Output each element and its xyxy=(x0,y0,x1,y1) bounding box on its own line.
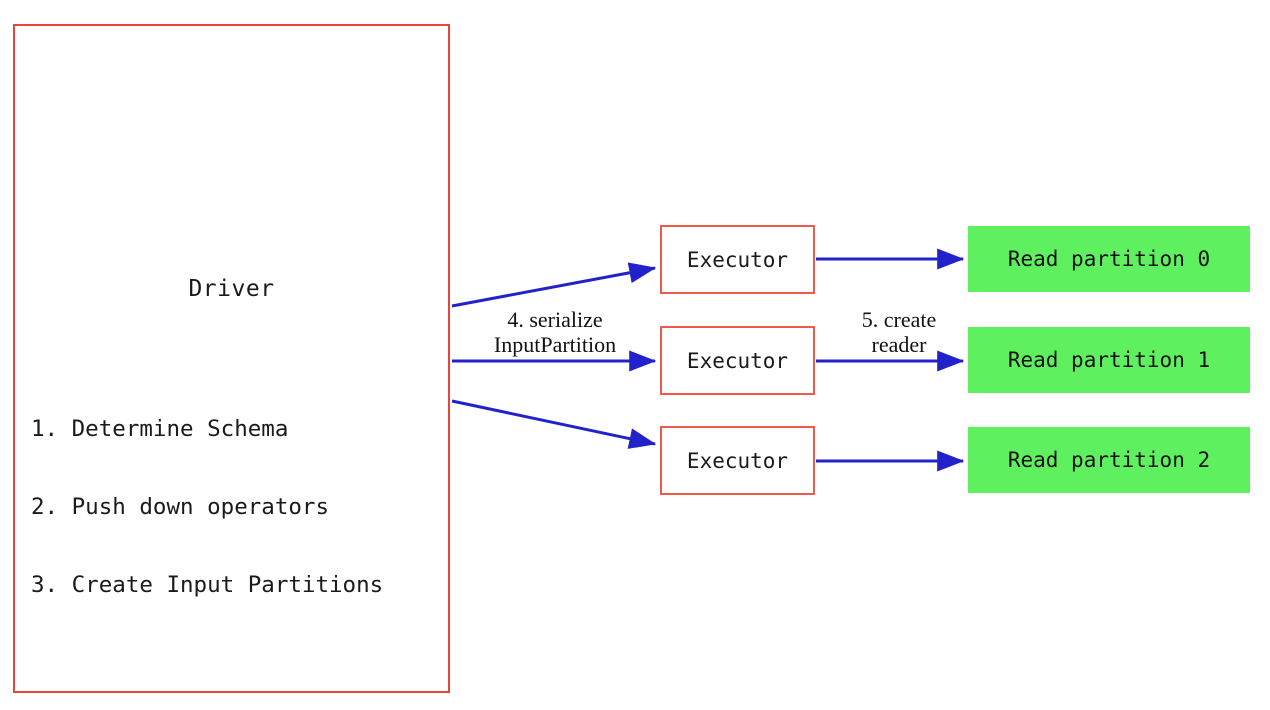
read-partition-box-0: Read partition 0 xyxy=(968,226,1250,292)
read-partition-box-2: Read partition 2 xyxy=(968,427,1250,493)
executor-box-1: Executor xyxy=(660,326,815,395)
executor-box-2: Executor xyxy=(660,426,815,495)
executor-label-2: Executor xyxy=(686,448,789,473)
arrow-driver-to-executor-0 xyxy=(451,262,657,308)
edge-label-serialize-input-partition: 4. serialize InputPartition xyxy=(493,307,617,357)
executor-label-0: Executor xyxy=(686,247,789,272)
driver-box: Driver 1. Determine Schema 2. Push down … xyxy=(13,24,450,693)
edge-label-create-reader: 5. create reader xyxy=(861,307,937,357)
driver-step-list: 1. Determine Schema 2. Push down operato… xyxy=(31,364,383,650)
read-partition-label-1: Read partition 1 xyxy=(1007,348,1211,372)
driver-title: Driver xyxy=(188,276,275,302)
read-partition-label-2: Read partition 2 xyxy=(1007,448,1211,472)
driver-step-3: 3. Create Input Partitions xyxy=(31,572,384,598)
read-partition-box-1: Read partition 1 xyxy=(968,327,1250,393)
driver-step-2: 2. Push down operators xyxy=(31,494,330,520)
arrow-driver-to-executor-2 xyxy=(451,399,657,449)
executor-box-0: Executor xyxy=(660,225,815,294)
executor-label-1: Executor xyxy=(686,348,789,373)
driver-step-1: 1. Determine Schema xyxy=(31,416,289,442)
read-partition-label-0: Read partition 0 xyxy=(1007,247,1211,271)
